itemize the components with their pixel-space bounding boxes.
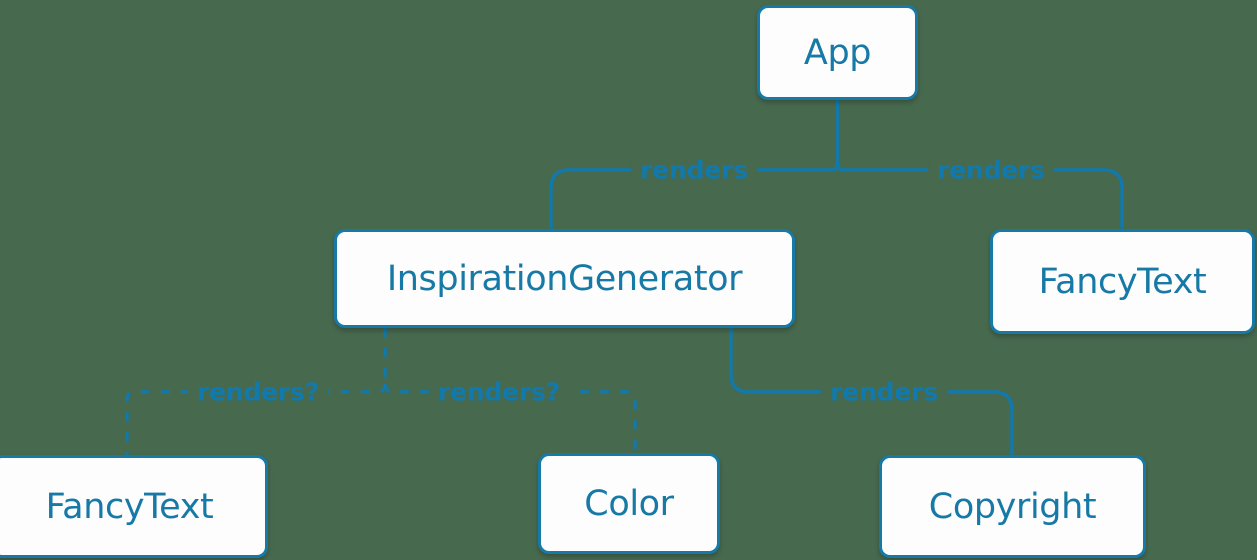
edge-app-stem: [835, 98, 846, 172]
edge-label-app-to-inspirationgenerator: renders: [631, 157, 757, 183]
node-color-label: Color: [584, 483, 674, 524]
node-color[interactable]: Color: [538, 453, 720, 554]
node-inspirationgenerator[interactable]: InspirationGenerator: [334, 229, 795, 328]
edge-label-inspirationgenerator-to-color: renders?: [428, 379, 570, 405]
node-app[interactable]: App: [757, 5, 918, 100]
edge-inspirationgenerator-to-color: [383, 383, 637, 453]
node-fancytext-bottom-label: FancyText: [45, 486, 214, 527]
edge-app-to-inspirationgenerator: [549, 168, 833, 231]
node-fancytext-right[interactable]: FancyText: [990, 229, 1255, 334]
edge-app-to-fancytext: [842, 168, 1124, 231]
node-fancytext-bottom[interactable]: FancyText: [0, 455, 268, 558]
node-fancytext-right-label: FancyText: [1038, 261, 1207, 302]
edge-label-inspirationgenerator-to-fancytext: renders?: [187, 379, 329, 405]
edge-label-app-to-fancytext: renders: [928, 157, 1054, 183]
node-copyright-label: Copyright: [928, 486, 1097, 527]
node-app-label: App: [803, 32, 872, 73]
node-copyright[interactable]: Copyright: [879, 455, 1146, 558]
edge-label-inspirationgenerator-to-copyright: renders: [821, 379, 947, 405]
node-inspirationgenerator-label: InspirationGenerator: [386, 258, 743, 299]
